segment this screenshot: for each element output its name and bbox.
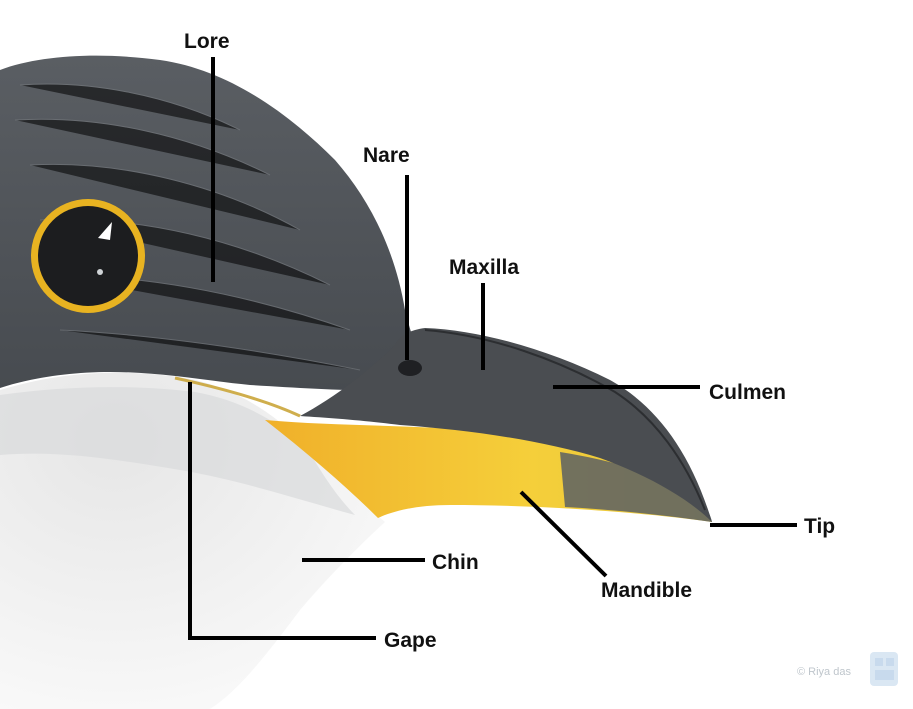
leader-gape bbox=[188, 382, 376, 640]
logo-icon bbox=[870, 652, 898, 686]
label-tip: Tip bbox=[804, 515, 835, 538]
eye-glint bbox=[97, 269, 103, 275]
label-chin: Chin bbox=[432, 551, 479, 574]
eye bbox=[38, 206, 138, 306]
label-nare: Nare bbox=[363, 144, 410, 167]
gape-line bbox=[174, 376, 301, 418]
maxilla-shape bbox=[300, 328, 712, 522]
label-gape: Gape bbox=[384, 629, 437, 652]
label-mandible: Mandible bbox=[601, 579, 692, 602]
leader-mandible bbox=[519, 490, 608, 578]
nostril bbox=[398, 360, 422, 376]
throat-shading bbox=[0, 387, 355, 515]
leader-lines bbox=[188, 57, 797, 640]
label-maxilla: Maxilla bbox=[449, 256, 519, 279]
label-lore: Lore bbox=[184, 30, 230, 53]
credit-text: © Riya das bbox=[797, 666, 851, 678]
mandible-tip-dark bbox=[560, 452, 712, 522]
label-culmen: Culmen bbox=[709, 381, 786, 404]
eye-highlight bbox=[98, 222, 112, 240]
